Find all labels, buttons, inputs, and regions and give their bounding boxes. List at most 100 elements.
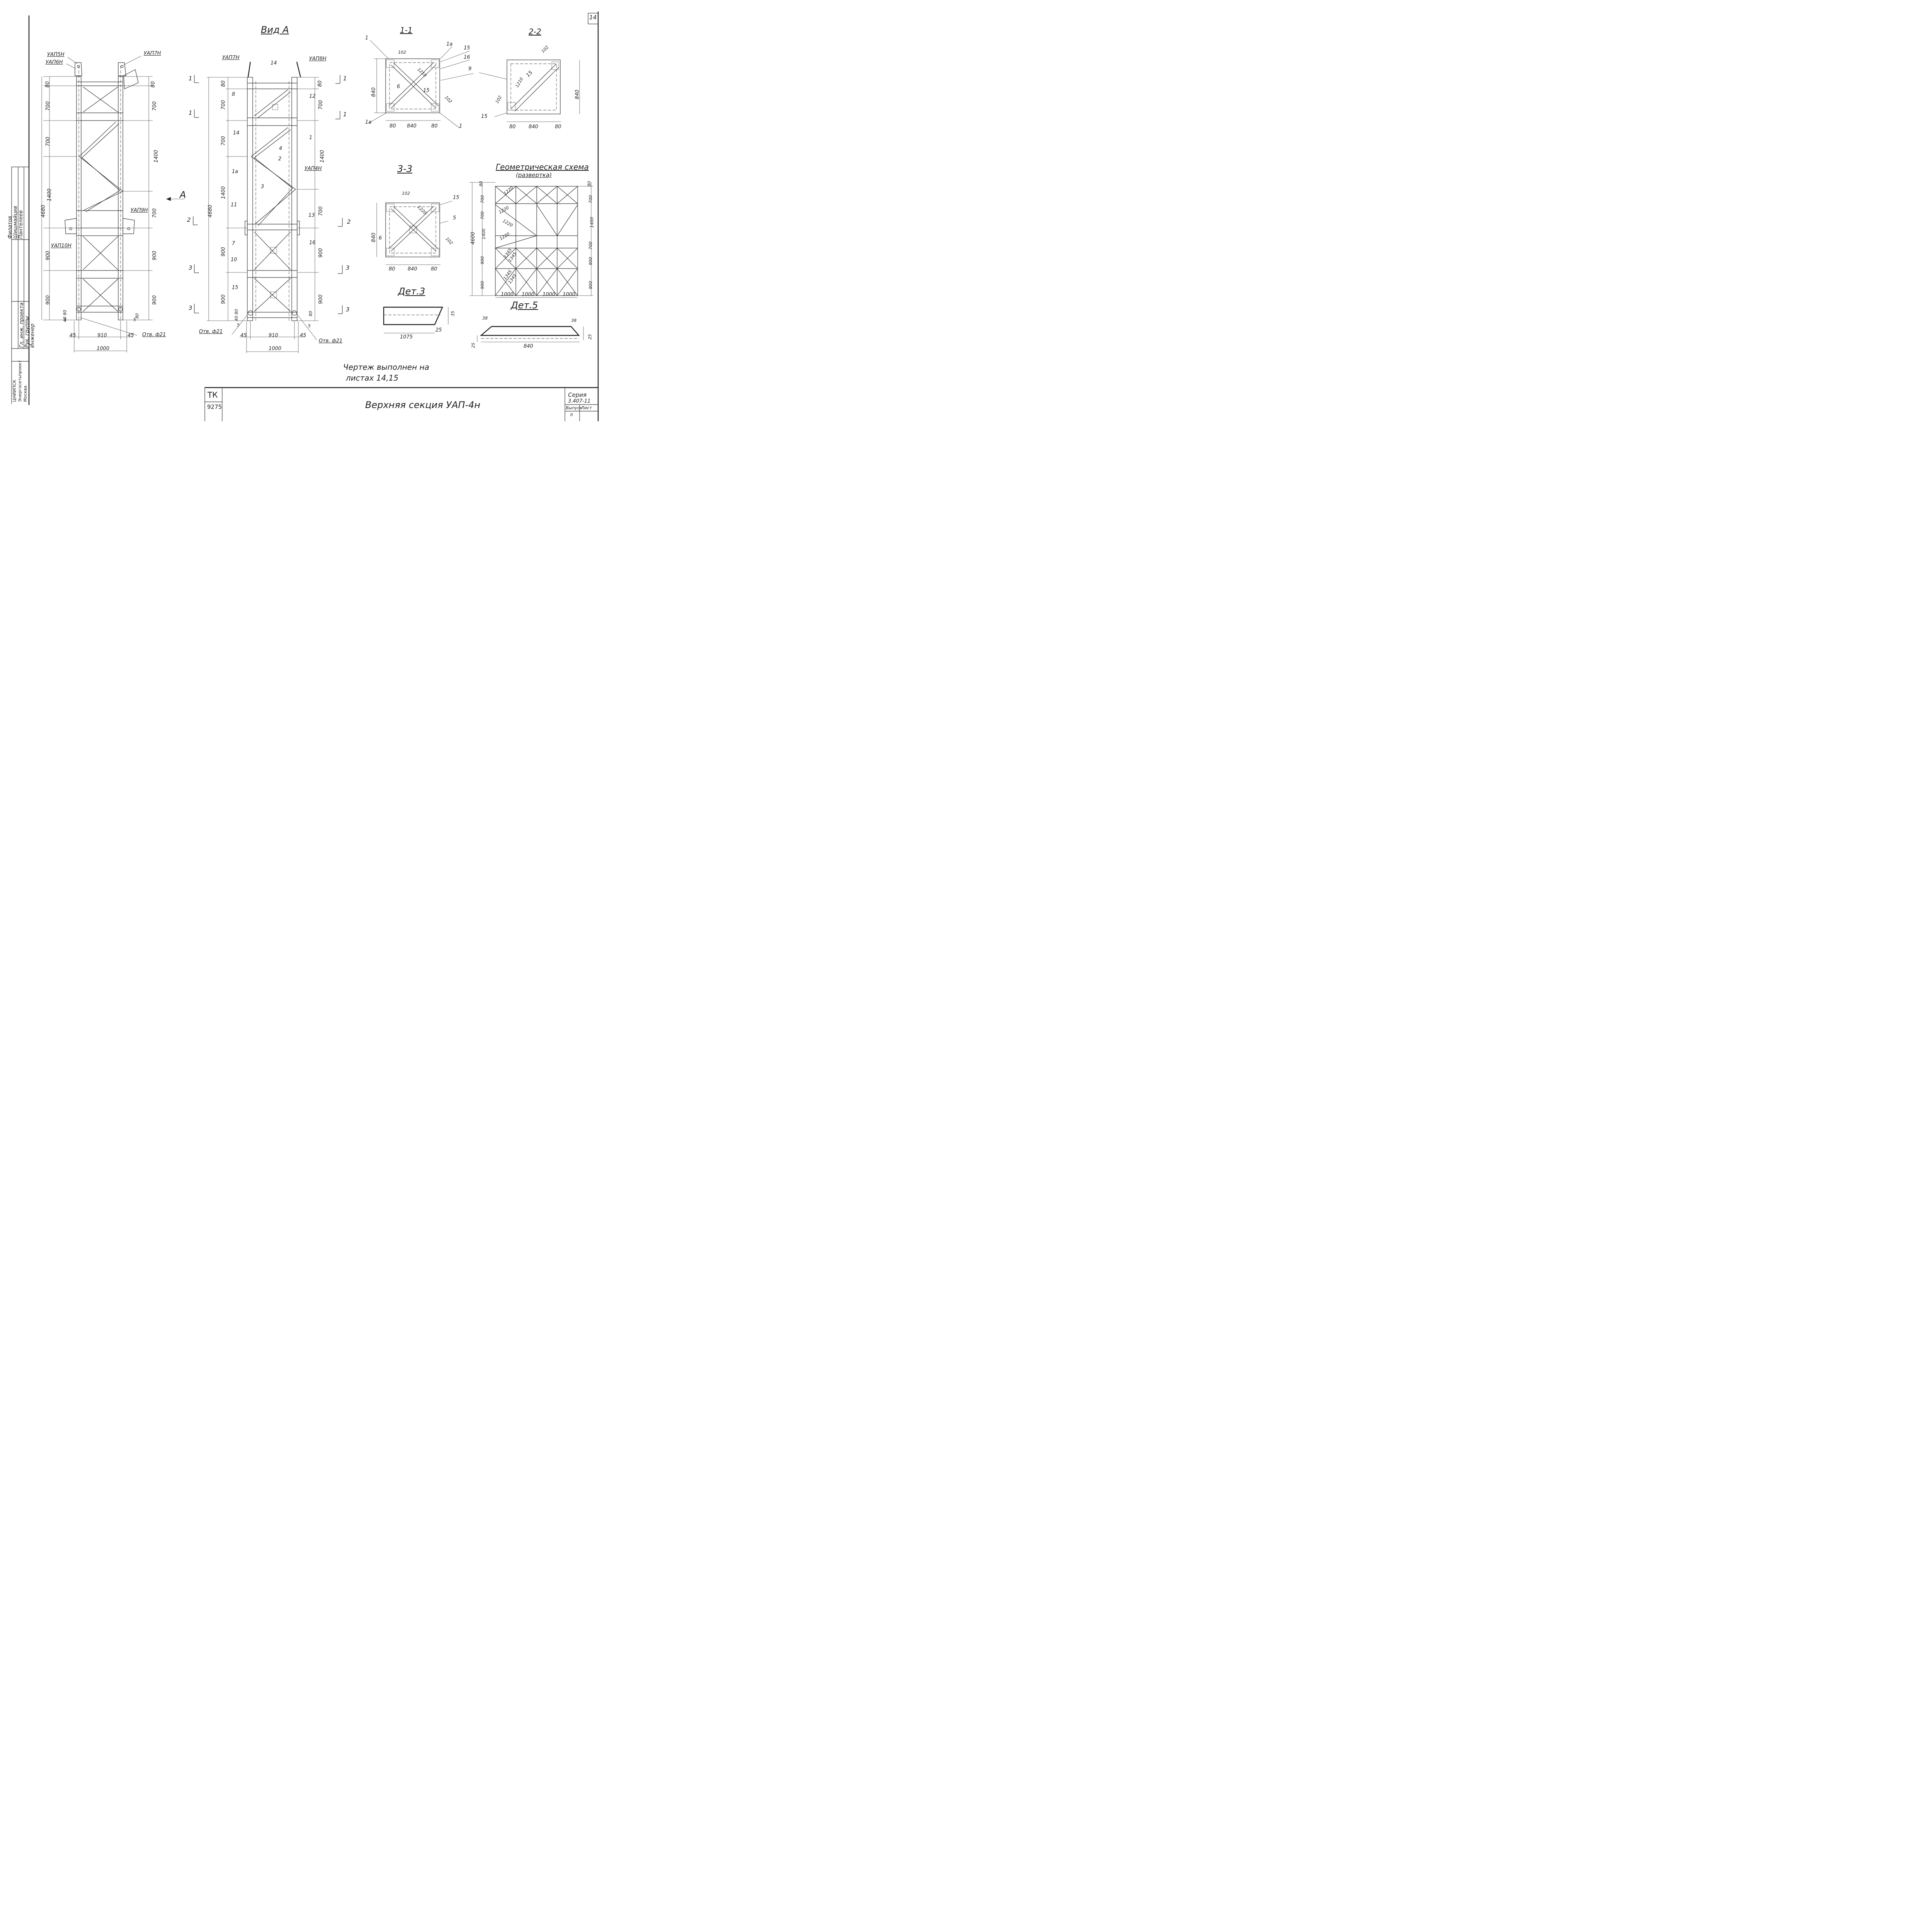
sec33-dim-len: 1220 [416, 204, 428, 216]
series-label: Серия [568, 391, 587, 398]
sheet-label: Лист [581, 405, 592, 410]
section-mark-1b: 1 [189, 109, 192, 116]
geometry-l-700b: 700 [480, 211, 485, 219]
view-a-bottom-910: 910 [269, 333, 278, 338]
sec22-title: 2-2 [529, 27, 541, 36]
view-a-overall: 4680 [207, 204, 214, 218]
sec33-dim-w: 840 [408, 266, 417, 272]
geometry-diag-4: 1220 [498, 231, 511, 242]
title-code: 9275 [207, 403, 222, 410]
left-stamp [11, 167, 29, 404]
geometry-l-1400: 1400 [481, 228, 486, 240]
issue-value: II [570, 412, 573, 417]
side-label-yap10: УАП10Н [51, 243, 71, 249]
section-mark-3b-right: 3 [346, 306, 350, 313]
sec33-dim-a: 80 [389, 266, 395, 272]
view-a-dim-700a: 700 [220, 100, 226, 110]
section-1-1 [369, 40, 474, 129]
sec33-lbl-15: 15 [453, 195, 459, 201]
geometry-b-1000a: 1000 [501, 292, 514, 298]
stamp-role-3: Инженер [30, 323, 36, 348]
view-a-part-8: 8 [232, 92, 235, 97]
view-a-dim-40-80: 40 80 [234, 309, 239, 321]
sec11-lbl-16: 16 [464, 54, 470, 60]
stamp-role-2: Рук. группы [24, 316, 30, 348]
sec11-lbl-1b: 1 [459, 123, 463, 129]
sec11-dim-b: 80 [431, 123, 438, 129]
view-a-rdim-900a: 900 [318, 248, 324, 258]
geometry-b-1000b: 1000 [522, 292, 535, 298]
view-a-part-16: 16 [309, 240, 316, 246]
det3-h1: 35 [450, 311, 456, 316]
stamp-name-3: Пантелеев [18, 210, 24, 239]
sec22-dim-a: 80 [509, 124, 516, 130]
sec11-lbl-15b: 15 [423, 88, 430, 94]
geometry-height: 4600 [470, 231, 476, 245]
side-dim-900a: 900 [45, 251, 51, 260]
view-a [193, 61, 343, 353]
sec11-lbl-6: 6 [397, 84, 400, 90]
geometry-subtitle: (развертка) [516, 172, 552, 179]
det3-length: 1075 [400, 334, 413, 340]
sec22-lbl-15: 15 [525, 70, 534, 78]
sec22-lbl-15b: 15 [481, 114, 488, 119]
side-rdim-700b: 700 [151, 208, 158, 218]
side-rdim-900a: 900 [151, 251, 158, 260]
view-a-label-yap7: УАП7Н [222, 55, 240, 61]
view-a-bottom-45r: 45 [300, 333, 306, 338]
side-arrow-label: А [180, 189, 186, 200]
side-overall: 4680 [41, 204, 47, 218]
geometry-diag-3: 1220 [502, 218, 514, 228]
geometry-diag-2: 1220 [498, 205, 510, 215]
view-a-rdim-700: 700 [318, 100, 324, 110]
side-rdim-900b: 900 [151, 295, 158, 305]
geometry-l-80: 80 [478, 181, 484, 187]
view-a-rdim-80: 80 [317, 80, 323, 87]
view-a-holes-left: Отв. ф21 [199, 329, 223, 335]
side-bottom-910: 910 [97, 333, 107, 338]
section-mark-3a: 3 [189, 264, 192, 271]
drawing-sheet [11, 12, 599, 421]
side-dim-700b: 700 [45, 137, 51, 146]
sec33-dim-b: 80 [431, 266, 437, 272]
geometry-r-1400: 1400 [589, 217, 595, 228]
det5-h1: 25 [471, 342, 476, 348]
side-label-yap7: УАП7Н [144, 51, 161, 56]
sec11-title: 1-1 [400, 26, 413, 35]
geometry-r-700: 700 [588, 195, 593, 203]
issue-label: Выпуск [566, 405, 582, 410]
side-bottom-45l: 45 [70, 333, 76, 338]
sec33-lbl-5: 5 [453, 215, 456, 221]
side-rdim-80: 80 [150, 81, 156, 88]
note-line-2: листах 14,15 [346, 373, 399, 383]
section-mark-2-right: 2 [347, 218, 351, 225]
side-dim-900b: 900 [45, 295, 51, 305]
stamp-name-2: Шишмайцев [13, 206, 19, 239]
geometry-r-700b: 700 [588, 242, 593, 250]
side-bottom-45r: 45 [128, 333, 134, 338]
side-dim-80: 80 [44, 81, 51, 88]
sec11-lbl-1a-b: 1а [365, 119, 372, 125]
sec33-lbl-6: 6 [379, 235, 382, 241]
side-dim-1400: 1400 [47, 188, 53, 202]
geometry-l-700a: 700 [480, 195, 485, 203]
sec33-dim-diag: 102 [444, 236, 454, 246]
view-a-title: Вид А [261, 24, 289, 35]
view-a-rdim-5: 5 [308, 323, 311, 328]
stamp-org-3: Москва [23, 385, 28, 402]
sec33-dim-top: 102 [402, 191, 410, 196]
section-markers [193, 75, 343, 314]
section-mark-1a-right: 1 [343, 75, 347, 82]
view-a-dim-80: 80 [220, 80, 226, 87]
geometry-title: Геометрическая схема [496, 162, 589, 172]
geometry-r-900b: 900 [588, 281, 593, 289]
sec22-dim-len: 1210 [514, 77, 524, 88]
view-a-holes-right: Отв. ф21 [319, 338, 343, 344]
view-a-dim-1400: 1400 [221, 186, 227, 199]
title-tk: ТК [207, 390, 218, 400]
sec33-title: 3-3 [397, 163, 413, 174]
sec11-dim-side: 840 [371, 87, 377, 97]
side-rdim-5: 5 [133, 317, 136, 322]
section-mark-1b-right: 1 [343, 111, 347, 118]
drawing-title: Верхняя секция УАП-4н [365, 400, 481, 410]
